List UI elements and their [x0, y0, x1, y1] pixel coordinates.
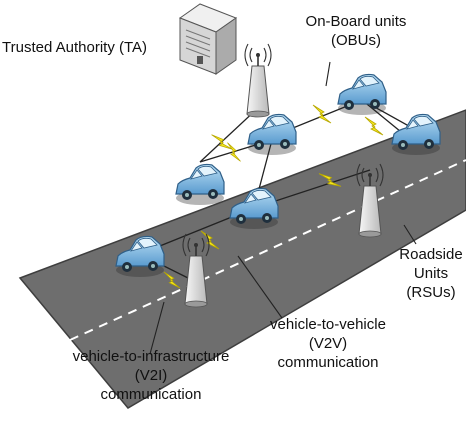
car-icon — [248, 114, 296, 155]
car-icon — [338, 74, 386, 115]
v2v-label: vehicle-to-vehicle (V2V) communication — [262, 315, 394, 372]
v2i-label-line3: communication — [56, 385, 246, 404]
lightning-icon — [365, 117, 383, 135]
lightning-icon — [225, 143, 244, 162]
v2v-label-line1: vehicle-to-vehicle — [262, 315, 394, 334]
v2i-label-line1: vehicle-to-infrastructure — [56, 347, 246, 366]
v2i-label: vehicle-to-infrastructure (V2I) communic… — [56, 347, 246, 404]
trusted-authority-text: Trusted Authority (TA) — [2, 39, 147, 56]
v2v-label-line2: (V2V) — [262, 334, 394, 353]
obu-label-line2: (OBUs) — [300, 31, 412, 50]
antenna-icon — [245, 44, 271, 117]
car-icon — [176, 164, 224, 205]
rsu-label-line1: Roadside — [392, 245, 466, 264]
obu-label-line1: On-Board units — [300, 12, 412, 31]
rsu-label-line2: Units — [392, 264, 466, 283]
rsu-label-line3: (RSUs) — [392, 283, 466, 302]
server-icon — [180, 4, 236, 74]
v2v-label-line3: communication — [262, 353, 394, 372]
car-icon — [230, 188, 278, 229]
obu-label: On-Board units (OBUs) — [300, 12, 412, 50]
trusted-authority-label: Trusted Authority (TA) — [2, 38, 147, 57]
v2i-label-line2: (V2I) — [56, 366, 246, 385]
rsu-label: Roadside Units (RSUs) — [392, 245, 466, 302]
